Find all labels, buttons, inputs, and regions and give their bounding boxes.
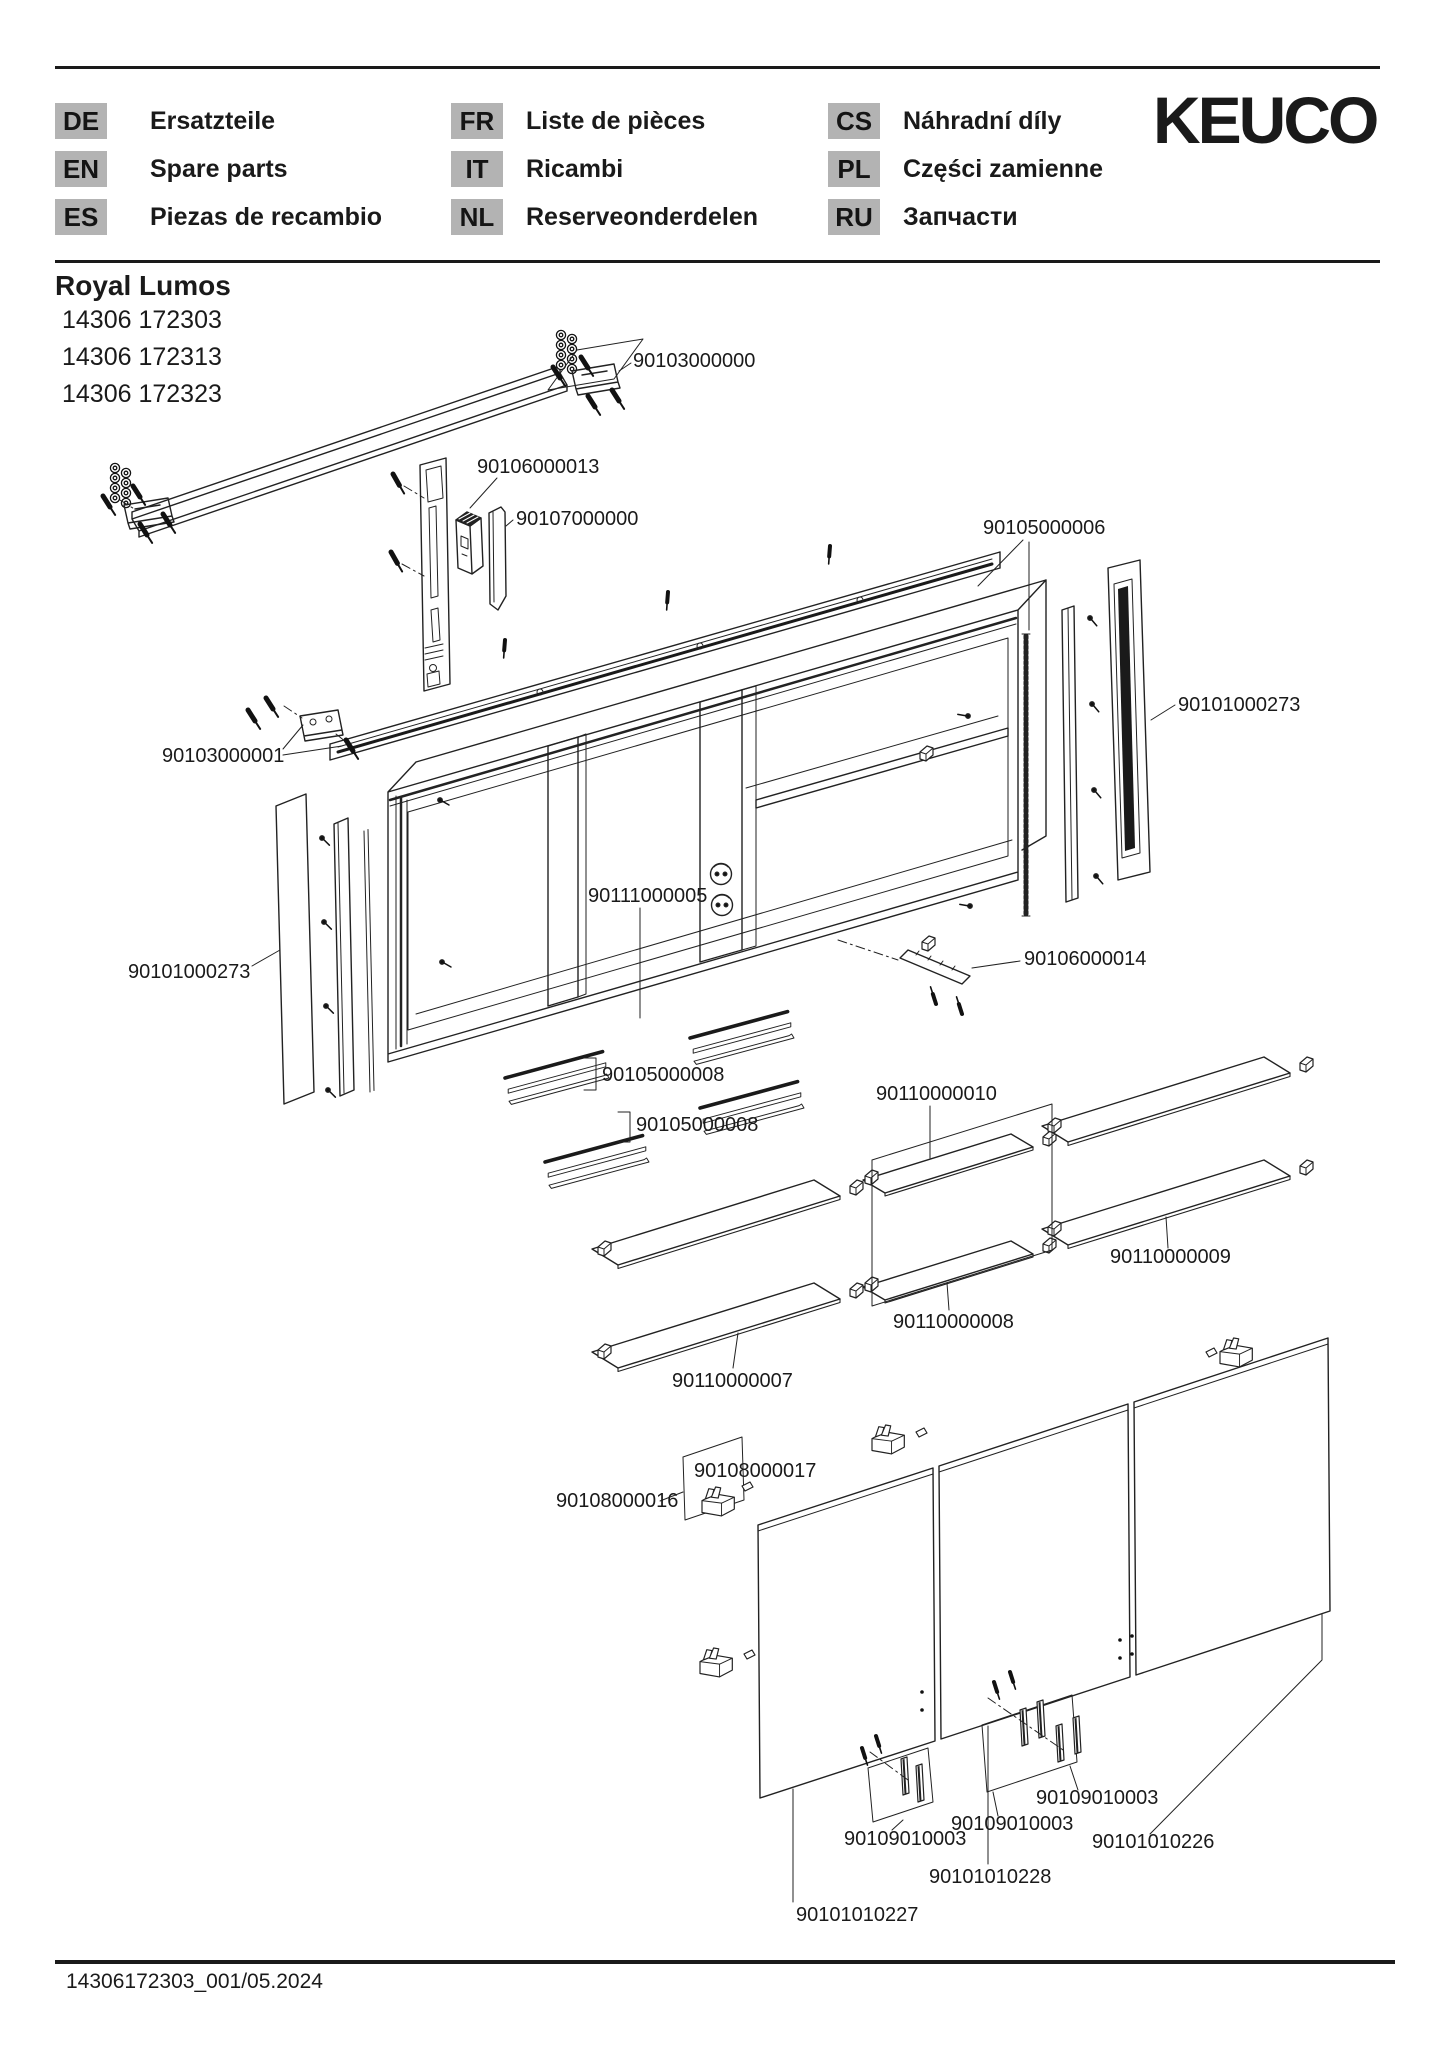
part-label-90108000017: 90108000017: [694, 1460, 816, 1482]
footer-divider: [55, 1960, 1395, 1964]
lang-badge-it: IT: [451, 151, 503, 187]
lang-badge-ru: RU: [828, 199, 880, 235]
lang-label-it: Ricambi: [526, 155, 624, 183]
mounting-bracket-left: [98, 462, 180, 543]
mirror-door-left: [757, 1467, 936, 1799]
lang-label-fr: Liste de pièces: [526, 107, 706, 135]
part-label-90105000008-a: 90105000008: [602, 1064, 724, 1086]
product-divider: [55, 260, 1380, 263]
mounting-bracket-right: [548, 329, 644, 415]
cover-strip: [488, 506, 514, 611]
lang-label-ru: Запчасти: [903, 203, 1018, 231]
mirror-side-panel-right: [1107, 559, 1176, 881]
led-profile-set-d: [543, 1111, 651, 1191]
part-label-90101000273-left: 90101000273: [128, 961, 250, 983]
part-label-90109010003-a: 90109010003: [1036, 1787, 1158, 1809]
part-label-90103000000: 90103000000: [633, 350, 755, 372]
glass-shelf-middle-right-2: [862, 1237, 1057, 1311]
model-number-1: 14306 172303: [62, 306, 222, 334]
glass-shelf-middle-left-1: [591, 1179, 864, 1270]
mirror-door-right: [1133, 1337, 1331, 1676]
shelf-group-frame: [871, 1103, 1053, 1307]
mirror-side-panel-left: [251, 793, 375, 1105]
keuco-logo: KEUCO: [1153, 83, 1379, 157]
door-damper-group-small: [856, 1736, 934, 1823]
lang-badge-de: DE: [55, 103, 107, 139]
part-label-90111000005: 90111000005: [588, 885, 707, 907]
door-hinge-top-middle: [871, 1424, 928, 1455]
part-label-90109010003-c: 90109010003: [844, 1828, 966, 1850]
document-code: 14306172303_001/05.2024: [66, 1970, 323, 1993]
door-damper-group-large: [981, 1672, 1082, 1793]
part-label-90101010227: 90101010227: [796, 1904, 918, 1926]
part-label-90109010003-b: 90109010003: [951, 1813, 1073, 1835]
door-hinge-boxed: [659, 1436, 754, 1521]
part-label-90106000013: 90106000013: [477, 456, 599, 478]
part-label-90105000008-b: 90105000008: [636, 1114, 758, 1136]
lang-badge-nl: NL: [451, 199, 503, 235]
part-label-90110000010: 90110000010: [876, 1083, 997, 1105]
led-strip-dotted: [977, 539, 1031, 917]
bottom-light-rail: [837, 939, 1021, 1014]
part-label-90110000008: 90110000008: [893, 1311, 1014, 1333]
lang-label-cs: Náhradní díly: [903, 107, 1062, 135]
part-label-90107000000: 90107000000: [516, 508, 638, 530]
lang-badge-cs: CS: [828, 103, 880, 139]
lang-badge-fr: FR: [451, 103, 503, 139]
part-label-90108000016: 90108000016: [556, 1490, 678, 1512]
glass-shelf-right-2: [1041, 1159, 1314, 1250]
part-label-90106000014: 90106000014: [1024, 948, 1146, 970]
mirror-door-middle: [938, 1403, 1134, 1740]
header-top-divider: [55, 66, 1380, 69]
glass-shelf-right-1: [1041, 1056, 1314, 1147]
lang-label-pl: Części zamienne: [903, 155, 1104, 183]
lang-badge-en: EN: [55, 151, 107, 187]
part-label-90110000007: 90110000007: [672, 1370, 793, 1392]
part-label-90105000006: 90105000006: [983, 517, 1105, 539]
lang-badge-pl: PL: [828, 151, 880, 187]
part-label-90110000009: 90110000009: [1110, 1246, 1231, 1268]
lang-label-nl: Reserveonderdelen: [526, 203, 759, 231]
part-label-90103000001: 90103000001: [162, 745, 284, 767]
lang-label-en: Spare parts: [150, 155, 288, 183]
lang-label-de: Ersatzteile: [150, 107, 276, 135]
product-series-title: Royal Lumos: [55, 270, 231, 301]
part-label-90101010228: 90101010228: [929, 1866, 1051, 1888]
door-hinge-left: [699, 1647, 756, 1678]
part-label-90101000273-right: 90101000273: [1178, 694, 1300, 716]
wall-mounting-rail: [131, 365, 568, 538]
power-socket: [709, 862, 734, 917]
model-number-2: 14306 172313: [62, 343, 222, 371]
door-leader-lines: [792, 1613, 1323, 1903]
model-number-3: 14306 172323: [62, 380, 222, 408]
side-trim-profile: [1061, 605, 1106, 903]
power-supply-box: [455, 477, 498, 575]
glass-shelf-middle-right-1: [862, 1130, 1057, 1197]
cabinet-body: [387, 579, 1047, 1063]
led-profile-set-b: [503, 1049, 611, 1107]
top-light-rail: [329, 546, 1001, 761]
lang-badge-es: ES: [55, 199, 107, 235]
electronics-column: [385, 457, 451, 692]
lang-label-es: Piezas de recambio: [150, 203, 383, 231]
fixing-bracket-small: [243, 698, 363, 759]
glass-shelf-middle-left-2: [591, 1282, 864, 1373]
led-profile-set-a: [688, 1009, 796, 1067]
part-label-90101010226: 90101010226: [1092, 1831, 1214, 1853]
door-hinge-top-right: [1205, 1337, 1253, 1368]
